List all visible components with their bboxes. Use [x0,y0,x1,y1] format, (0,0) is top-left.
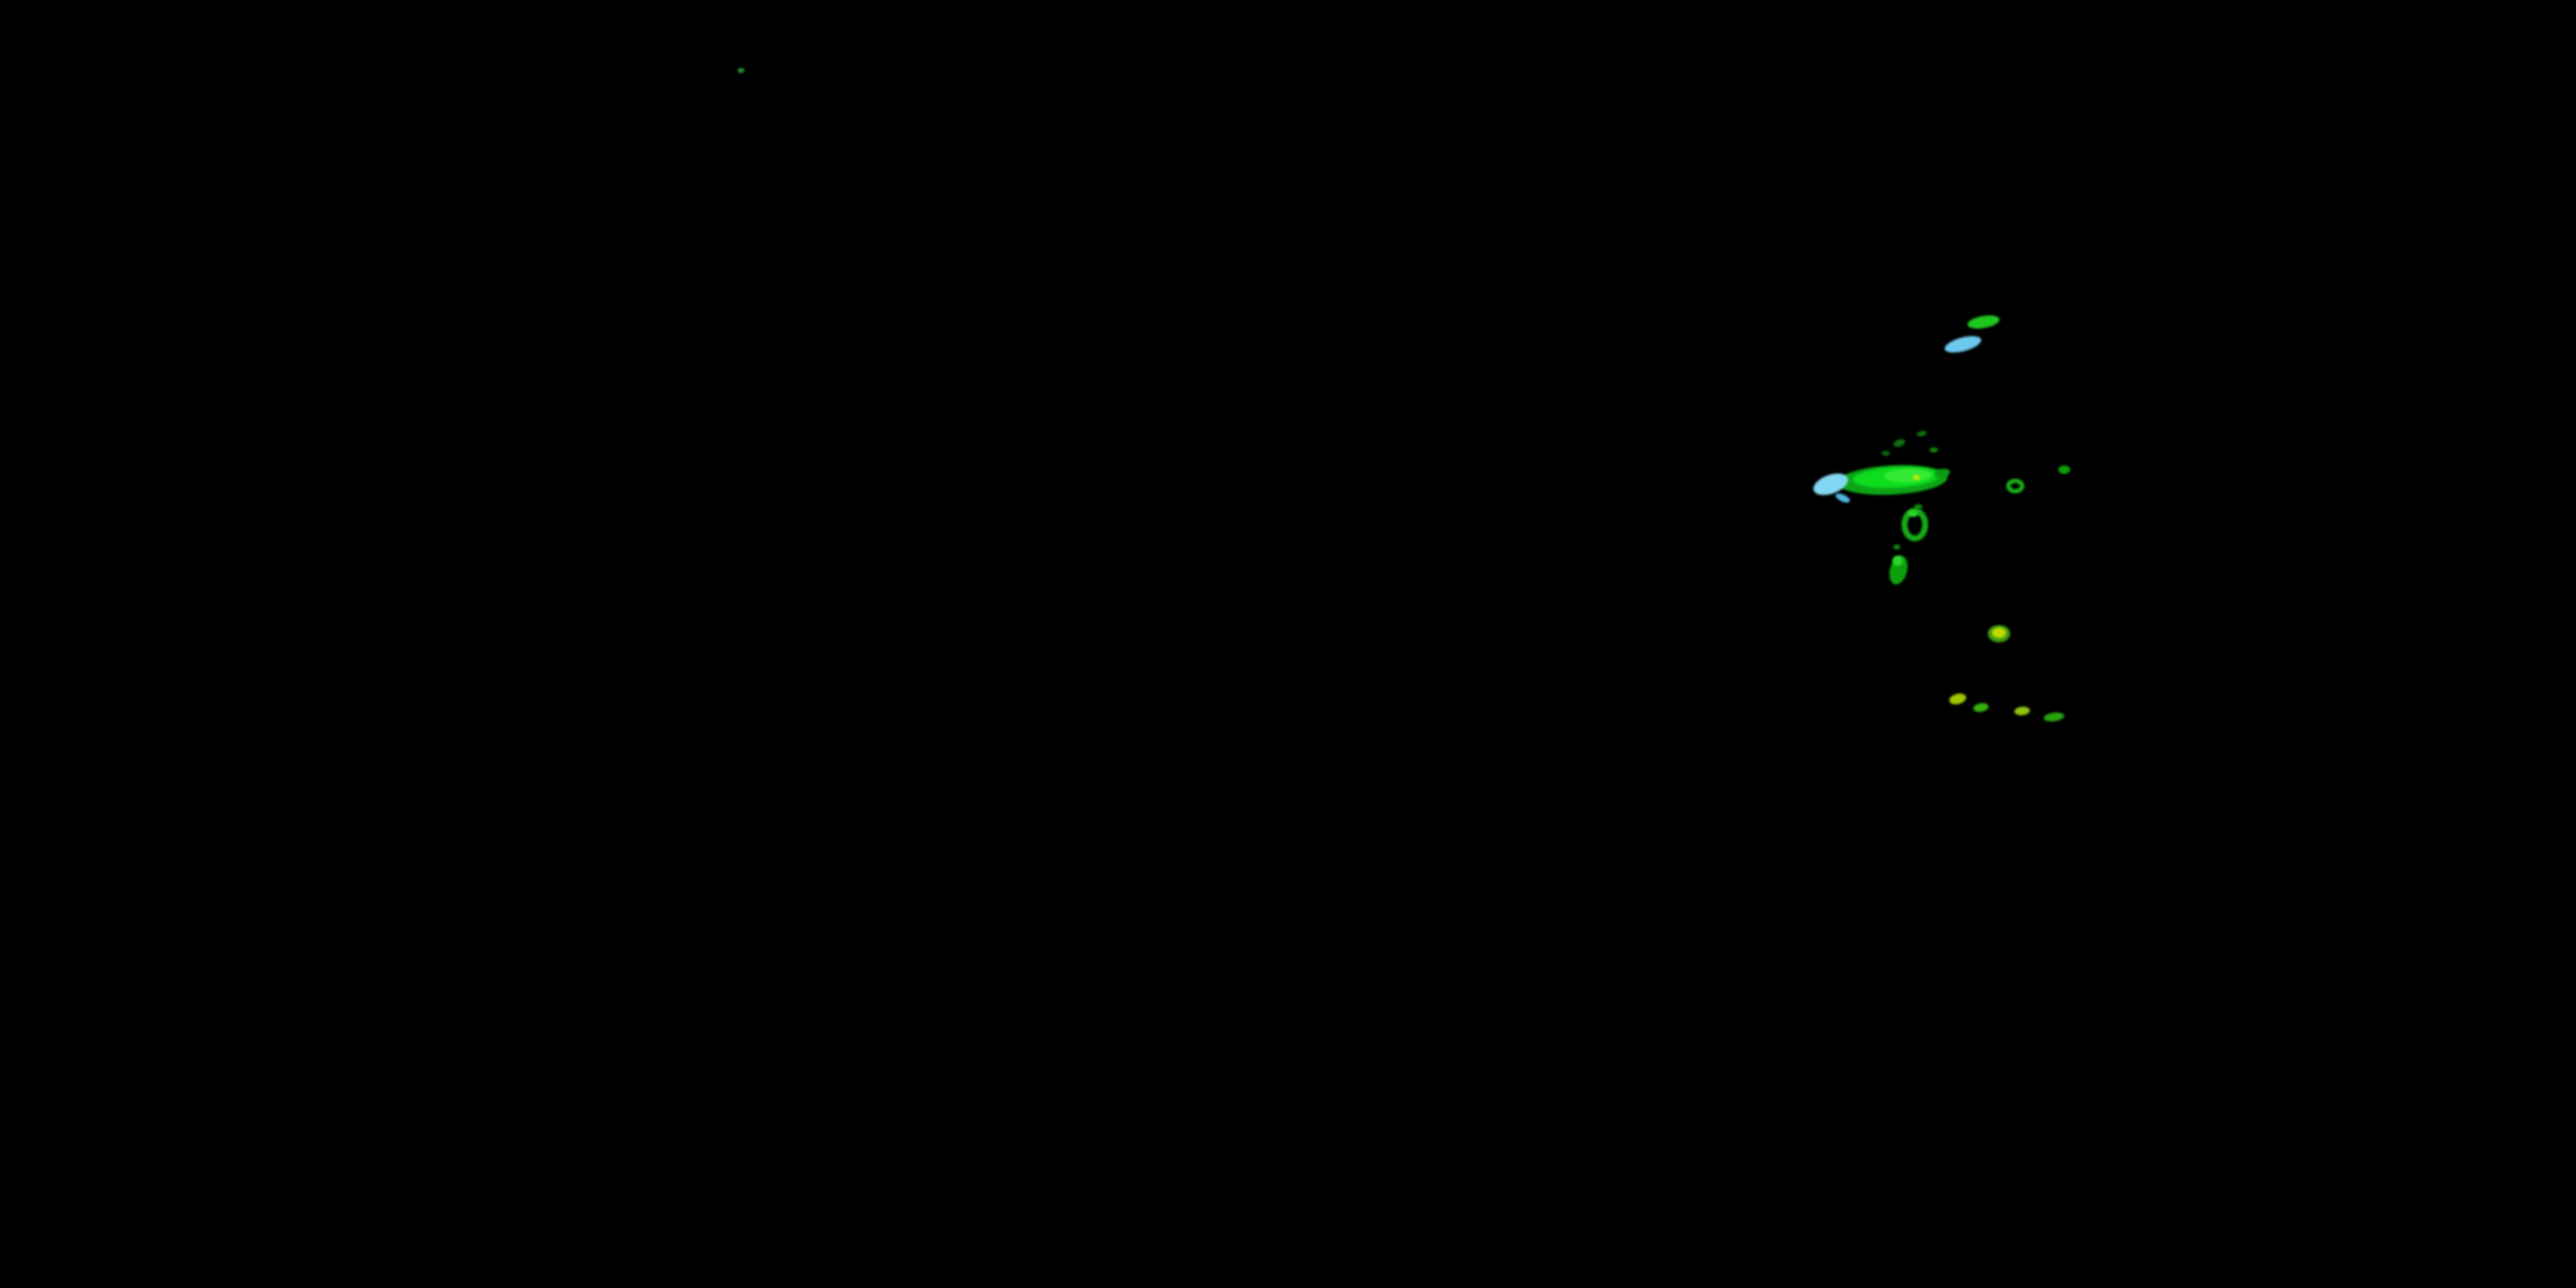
radar-echo-group [738,68,2070,722]
radar-echo [1949,693,1966,705]
radar-echo [1835,493,1850,503]
radar-echo [1917,430,1927,437]
radar-echo [1893,544,1900,550]
radar-echo [1992,628,2006,638]
radar-echo [1913,475,1920,480]
radar-echo [1893,439,1905,447]
radar-echo [2006,478,2025,494]
radar-echo [738,68,744,73]
radar-echo [1884,468,1932,483]
radar-echo [1935,468,1950,478]
radar-echo [2044,712,2064,722]
radar-echo [2058,465,2070,474]
radar-echo [1893,556,1903,566]
radar-echo [2014,706,2030,716]
radar-echo [1973,702,1989,713]
radar-echo [1813,473,1849,495]
radar-echo [1908,510,1918,517]
radar-echo [1881,451,1890,456]
radar-echo [1944,336,1982,353]
radar-echo [1929,447,1938,453]
radar-echo [1914,504,1923,509]
radar-echo [1967,315,2000,329]
